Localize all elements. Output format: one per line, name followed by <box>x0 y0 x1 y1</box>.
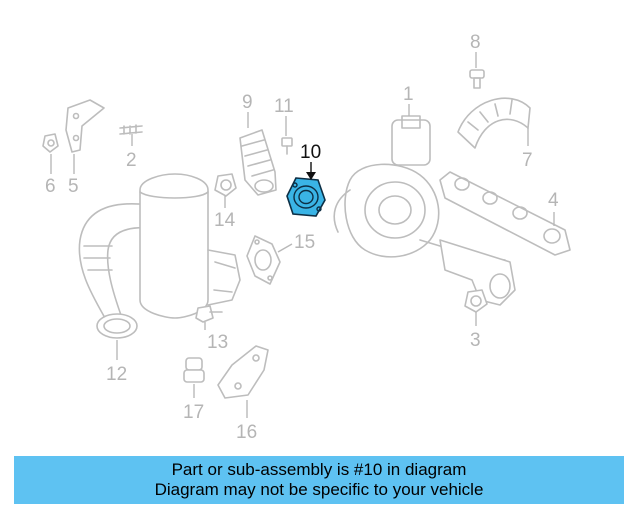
svg-text:9: 9 <box>242 92 253 113</box>
part-14-nut <box>214 173 237 197</box>
callout-9: 9 <box>242 92 253 128</box>
svg-text:16: 16 <box>236 422 257 443</box>
info-banner: Part or sub-assembly is #10 in diagram D… <box>14 456 624 504</box>
part-11-screw <box>281 137 293 155</box>
part-9-flex-pipe <box>239 129 277 196</box>
callout-13: 13 <box>204 322 228 353</box>
svg-text:12: 12 <box>106 364 127 385</box>
svg-text:15: 15 <box>294 232 315 253</box>
part-16-bracket <box>217 345 269 399</box>
svg-text:13: 13 <box>207 332 228 353</box>
svg-text:5: 5 <box>68 176 79 197</box>
svg-text:17: 17 <box>183 402 204 423</box>
part-15-gasket <box>246 235 281 285</box>
callout-12: 12 <box>106 340 127 385</box>
svg-text:7: 7 <box>522 150 533 171</box>
callout-11: 11 <box>274 96 294 136</box>
part-8-bolt <box>469 69 485 89</box>
svg-text:4: 4 <box>548 190 559 211</box>
svg-text:2: 2 <box>126 150 137 171</box>
part-12-exhaust-pipe <box>78 203 151 339</box>
svg-text:8: 8 <box>470 32 481 53</box>
parts-diagram: 1 2 3 4 5 6 7 8 9 11 12 13 <box>42 32 571 443</box>
svg-text:14: 14 <box>214 210 236 231</box>
callout-14: 14 <box>214 196 236 231</box>
svg-text:3: 3 <box>470 330 481 351</box>
svg-text:1: 1 <box>403 84 414 105</box>
svg-text:11: 11 <box>274 96 294 117</box>
svg-text:6: 6 <box>45 176 56 197</box>
callout-4: 4 <box>548 190 559 226</box>
part-7-heat-shield <box>457 97 531 149</box>
callout-16: 16 <box>236 400 257 443</box>
part-6-nut <box>42 133 59 153</box>
callout-5: 5 <box>68 154 79 197</box>
part-13-bolt <box>195 305 223 323</box>
part-1-turbocharger <box>333 115 506 261</box>
callout-10-highlighted: 10 <box>300 142 321 180</box>
callout-7: 7 <box>522 128 533 171</box>
banner-line-part-number: Part or sub-assembly is #10 in diagram <box>171 460 467 479</box>
callout-15: 15 <box>277 232 315 253</box>
catalytic-converter <box>139 173 241 319</box>
part-2-stud <box>119 124 143 135</box>
banner-line-disclaimer: Diagram may not be specific to your vehi… <box>154 480 484 499</box>
part-4-manifold-gasket <box>439 171 571 256</box>
svg-text:10: 10 <box>300 142 321 163</box>
exhaust-manifold <box>439 239 516 306</box>
part-5-bracket <box>65 99 105 153</box>
part-17-fitting <box>183 357 205 383</box>
part-3-nut <box>464 289 488 313</box>
callout-8: 8 <box>470 32 481 68</box>
callout-6: 6 <box>45 154 56 197</box>
callout-2: 2 <box>126 134 137 171</box>
callout-17: 17 <box>183 384 204 423</box>
callout-1: 1 <box>403 84 414 116</box>
part-10-gasket-highlighted[interactable] <box>286 177 326 217</box>
callout-3: 3 <box>470 312 481 351</box>
